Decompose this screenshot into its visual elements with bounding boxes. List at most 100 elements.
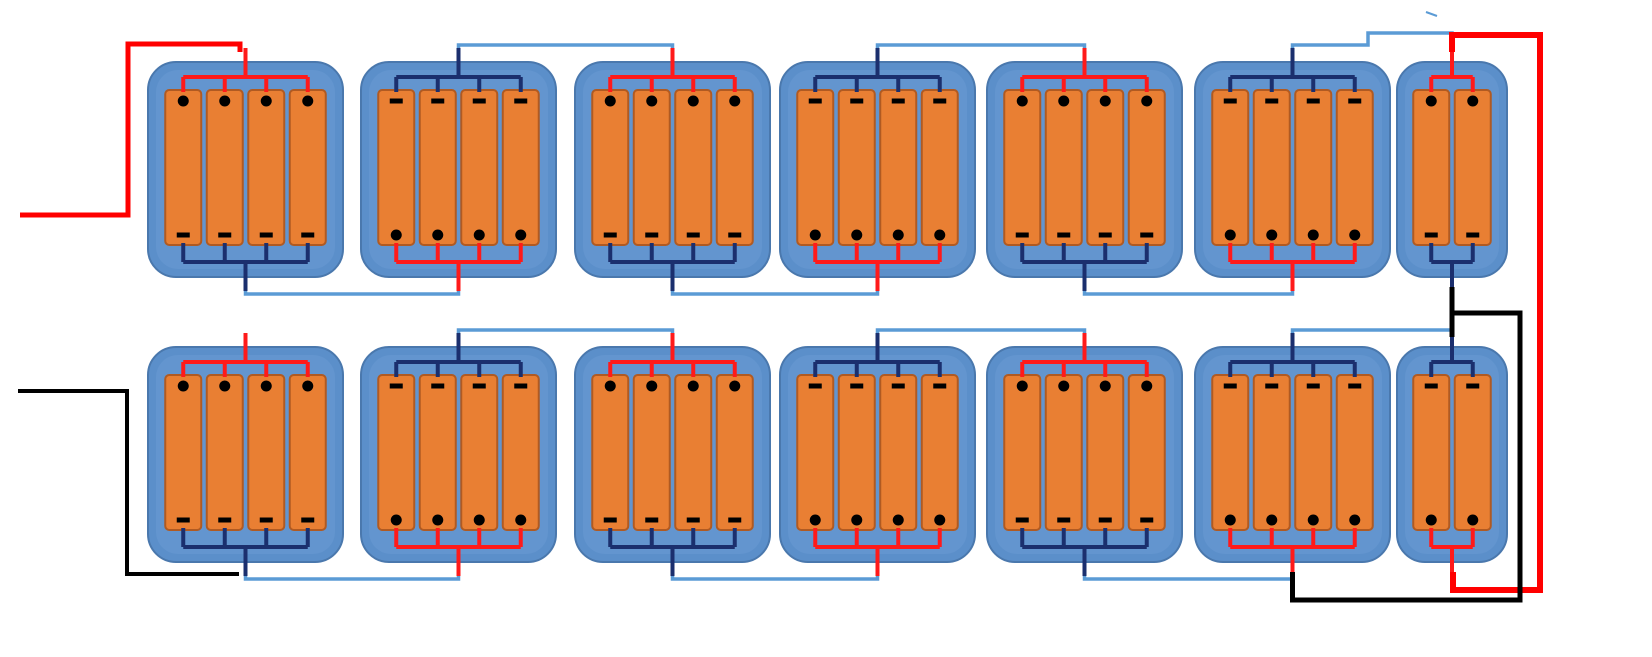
minus-terminal-mark xyxy=(514,98,528,104)
battery-module xyxy=(1396,48,1508,291)
minus-terminal-mark xyxy=(1348,98,1362,104)
minus-terminal-mark xyxy=(389,98,403,104)
plus-terminal-mark xyxy=(1266,514,1278,526)
positive-return-loop xyxy=(1449,32,1543,593)
minus-terminal-mark xyxy=(603,232,617,238)
plus-terminal-mark xyxy=(1016,95,1028,107)
minus-terminal-mark xyxy=(301,232,315,238)
minus-terminal-mark xyxy=(472,98,486,104)
plus-terminal-mark xyxy=(1467,95,1479,107)
negative-return-loop xyxy=(1290,310,1523,603)
series-link-wire xyxy=(1082,576,1295,581)
plus-terminal-mark xyxy=(260,95,272,107)
minus-terminal-mark xyxy=(1057,517,1071,523)
series-link-wire xyxy=(1290,328,1454,333)
battery-cell xyxy=(1211,374,1250,531)
plus-terminal-mark xyxy=(390,514,402,526)
plus-terminal-mark xyxy=(1467,514,1479,526)
plus-terminal-mark xyxy=(687,95,699,107)
battery-cell xyxy=(1252,374,1291,531)
minus-terminal-mark xyxy=(645,232,659,238)
series-links xyxy=(243,31,1454,581)
plus-terminal-mark xyxy=(934,229,946,241)
battery-cell xyxy=(1044,89,1083,246)
plus-terminal-mark xyxy=(1349,514,1361,526)
minus-terminal-mark xyxy=(472,383,486,389)
battery-cell xyxy=(377,374,416,531)
battery-cell xyxy=(164,374,203,531)
plus-terminal-mark xyxy=(1224,514,1236,526)
battery-module xyxy=(1396,333,1508,576)
battery-module xyxy=(1194,333,1391,576)
plus-terminal-mark xyxy=(515,514,527,526)
series-link-wire xyxy=(1082,291,1295,296)
battery-cell xyxy=(418,89,457,246)
minus-terminal-mark xyxy=(603,517,617,523)
minus-terminal-mark xyxy=(850,98,864,104)
battery-module xyxy=(574,48,771,291)
battery-cell xyxy=(715,374,754,531)
minus-terminal-mark xyxy=(1265,98,1279,104)
minus-terminal-mark xyxy=(1223,98,1237,104)
battery-cell xyxy=(501,89,540,246)
battery-cell xyxy=(1453,89,1492,246)
battery-cell xyxy=(1252,89,1291,246)
minus-terminal-mark xyxy=(686,517,700,523)
battery-module xyxy=(147,333,344,576)
plus-terminal-mark xyxy=(1307,229,1319,241)
minus-terminal-mark xyxy=(686,232,700,238)
battery-cell xyxy=(591,89,630,246)
minus-terminal-mark xyxy=(389,383,403,389)
series-link-wire xyxy=(1290,31,1454,48)
minus-terminal-mark xyxy=(514,383,528,389)
minus-terminal-mark xyxy=(1015,517,1029,523)
plus-terminal-mark xyxy=(851,514,863,526)
plus-terminal-mark xyxy=(1349,229,1361,241)
battery-cell xyxy=(501,374,540,531)
minus-terminal-mark xyxy=(1015,232,1029,238)
battery-modules xyxy=(147,48,1508,576)
battery-cell xyxy=(920,374,959,531)
plus-terminal-mark xyxy=(1058,380,1070,392)
plus-terminal-mark xyxy=(473,229,485,241)
plus-terminal-mark xyxy=(892,514,904,526)
plus-terminal-mark xyxy=(1425,514,1437,526)
plus-terminal-mark xyxy=(1099,95,1111,107)
plus-terminal-mark xyxy=(1224,229,1236,241)
stray-mark xyxy=(1425,11,1438,17)
minus-terminal-mark xyxy=(259,517,273,523)
pack-wires xyxy=(18,11,1543,603)
battery-cell xyxy=(460,374,499,531)
battery-cell xyxy=(796,89,835,246)
battery-cell xyxy=(460,89,499,246)
battery-module xyxy=(147,48,344,291)
minus-terminal-mark xyxy=(259,232,273,238)
plus-terminal-mark xyxy=(1266,229,1278,241)
plus-terminal-mark xyxy=(432,514,444,526)
plus-terminal-mark xyxy=(1425,95,1437,107)
plus-terminal-mark xyxy=(851,229,863,241)
plus-terminal-mark xyxy=(646,380,658,392)
battery-cell xyxy=(1412,374,1451,531)
plus-terminal-mark xyxy=(1141,95,1153,107)
battery-module xyxy=(986,333,1183,576)
plus-terminal-mark xyxy=(1307,514,1319,526)
minus-terminal-mark xyxy=(1348,383,1362,389)
series-link-wire xyxy=(875,43,1087,48)
minus-terminal-mark xyxy=(431,98,445,104)
minus-terminal-mark xyxy=(1424,232,1438,238)
battery-cell xyxy=(247,374,286,531)
battery-cell xyxy=(1086,374,1125,531)
battery-cell xyxy=(164,89,203,246)
minus-terminal-mark xyxy=(218,232,232,238)
series-link-wire xyxy=(243,291,461,296)
battery-cell xyxy=(674,89,713,246)
plus-terminal-mark xyxy=(302,380,314,392)
battery-cell xyxy=(377,89,416,246)
battery-module xyxy=(986,48,1183,291)
minus-terminal-mark xyxy=(1466,232,1480,238)
plus-terminal-mark xyxy=(432,229,444,241)
minus-terminal-mark xyxy=(933,383,947,389)
bottom-row xyxy=(147,333,1508,576)
battery-module xyxy=(360,48,557,291)
